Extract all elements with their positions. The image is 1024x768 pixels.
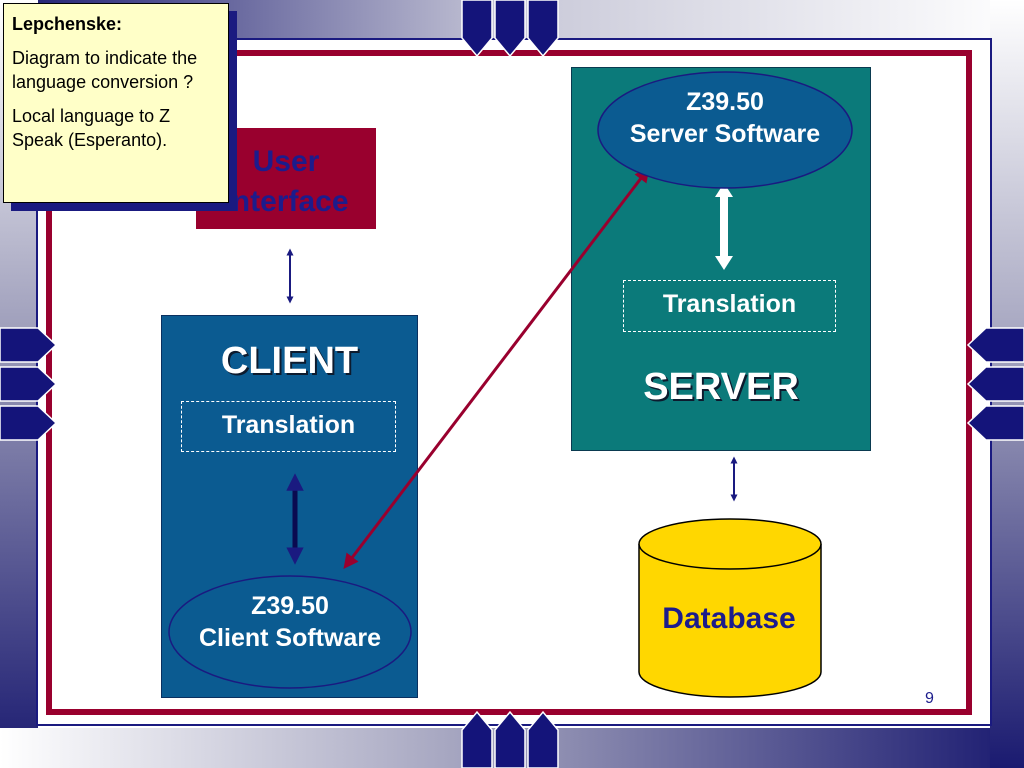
client-software-line2: Client Software	[199, 624, 381, 652]
database-label: Database	[662, 602, 796, 635]
server-software-ellipse	[597, 71, 853, 189]
client-software-ellipse	[168, 575, 412, 689]
client-software-label: Z39.50 Client Software	[169, 590, 411, 654]
note-line2: Local language to Z Speak (Esperanto).	[12, 106, 171, 150]
client-title: CLIENT	[220, 340, 359, 382]
server-translation-label: Translation	[662, 290, 797, 318]
server-software-line2: Server Software	[629, 120, 821, 148]
top-arrow-ornament	[461, 0, 559, 58]
user-interface-line1: User	[252, 145, 320, 178]
note-line1: Diagram to indicate the language convers…	[12, 48, 198, 92]
server-internal-arrow	[715, 183, 733, 270]
note-callout: Lepchenske: Diagram to indicate the lang…	[3, 3, 229, 203]
bottom-arrow-ornament	[461, 710, 559, 768]
server-software-label: Z39.50 Server Software	[598, 86, 852, 150]
database-cylinder	[638, 518, 822, 698]
right-arrow-ornament	[966, 327, 1024, 441]
user-interface-line2: Interface	[223, 185, 349, 218]
page-number: 9	[925, 690, 934, 707]
client-translation-box: Translation	[181, 401, 396, 452]
note-heading: Lepchenske:	[12, 14, 123, 34]
client-server-link-arrow	[343, 167, 650, 569]
server-software-line1: Z39.50	[686, 88, 764, 116]
client-software-line1: Z39.50	[251, 592, 329, 620]
left-arrow-ornament	[0, 327, 58, 441]
server-title: SERVER	[643, 366, 799, 408]
server-translation-box: Translation	[623, 280, 836, 332]
client-translation-label: Translation	[221, 411, 356, 439]
